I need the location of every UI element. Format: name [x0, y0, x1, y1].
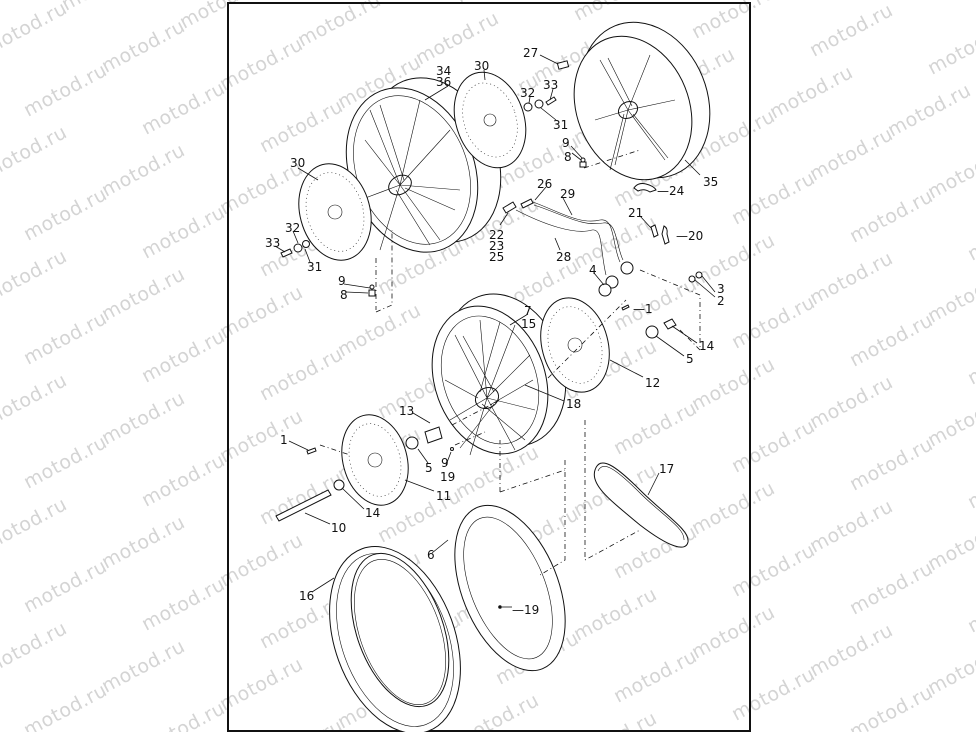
callout-label: 36 — [436, 75, 451, 89]
inner-tube-6 — [454, 504, 566, 672]
callout-label: 32 — [285, 221, 300, 235]
callout-label: 15 — [521, 317, 536, 331]
axle-and-spacers — [275, 426, 454, 522]
callout-label: 8 — [564, 150, 572, 164]
callout-label: 19 — [440, 470, 455, 484]
callout-label: 27 — [523, 46, 538, 60]
callout-label: 7 — [524, 304, 532, 318]
callout-label: 4 — [589, 263, 597, 277]
bracket-20-21 — [650, 224, 670, 245]
brake-rotor-30-lower — [298, 163, 372, 261]
callout-label: 16 — [299, 589, 314, 603]
callout-label: —20 — [676, 229, 703, 243]
callout-label: 11 — [436, 489, 451, 503]
callout-label: 14 — [365, 506, 380, 520]
callout-label: 33 — [265, 236, 280, 250]
callout-label: 13 — [399, 404, 414, 418]
fasteners-upper — [523, 60, 587, 168]
brake-rotor-30-upper — [453, 71, 527, 169]
callout-label: 32 — [520, 86, 535, 100]
callout-label: 25 — [489, 250, 504, 264]
callout-label: 1 — [280, 433, 288, 447]
callout-label: 21 — [628, 206, 643, 220]
callout-label: 9 — [562, 136, 570, 150]
callout-label: 33 — [543, 78, 558, 92]
callout-label: —1 — [633, 302, 653, 316]
callout-label: 17 — [659, 462, 674, 476]
callout-label: 9 — [441, 456, 449, 470]
callout-label: 3 — [717, 282, 725, 296]
callout-label: 29 — [560, 187, 575, 201]
clip-24 — [633, 183, 657, 193]
callout-label: 22 — [489, 228, 504, 242]
callout-label: 14 — [699, 339, 714, 353]
callout-label: —19 — [512, 603, 539, 617]
diagram-frame — [227, 2, 751, 732]
tire-16 — [329, 546, 461, 732]
sensor-cables — [502, 198, 634, 289]
callout-label: 5 — [425, 461, 433, 475]
callout-label: —24 — [657, 184, 684, 198]
callout-label: 18 — [566, 397, 581, 411]
callout-label: 6 — [427, 548, 435, 562]
callout-label: 26 — [537, 177, 552, 191]
cast-wheel-rear — [573, 21, 711, 181]
callout-label: 2 — [717, 294, 725, 308]
fasteners-lower-left — [280, 240, 376, 297]
drive-belt-17 — [593, 462, 689, 548]
callout-label: 8 — [340, 288, 348, 302]
brake-rotor-11 — [341, 414, 409, 506]
callout-label: 12 — [645, 376, 660, 390]
callout-label: 34 — [436, 64, 451, 78]
leader-lines — [274, 54, 716, 608]
callout-label: 35 — [703, 175, 718, 189]
callout-label: 31 — [553, 118, 568, 132]
spoked-wheel — [431, 293, 567, 456]
callout-label: 10 — [331, 521, 346, 535]
callout-label: 28 — [556, 250, 571, 264]
callout-label: 23 — [489, 239, 504, 253]
assembly-lines — [319, 149, 701, 576]
callout-label: 31 — [307, 260, 322, 274]
callout-label: 5 — [686, 352, 694, 366]
callout-label: 9 — [338, 274, 346, 288]
callout-label: 30 — [290, 156, 305, 170]
callout-label: 30 — [474, 59, 489, 73]
